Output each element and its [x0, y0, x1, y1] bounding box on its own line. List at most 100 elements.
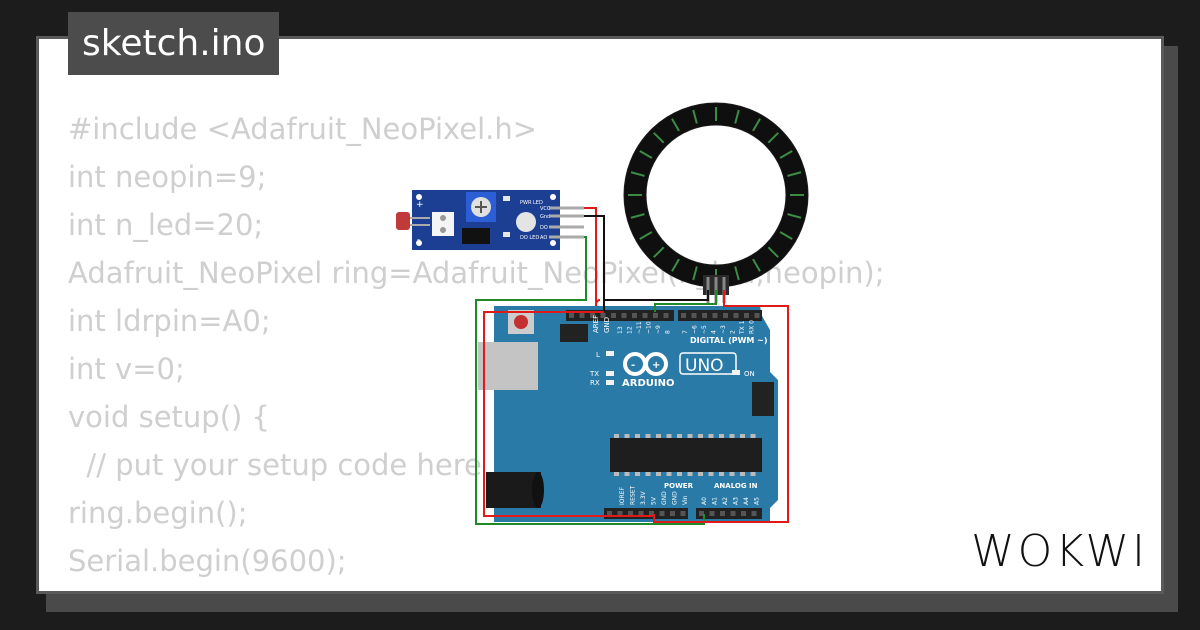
analog-pin-label: A3	[733, 497, 740, 505]
code-line: // put your setup code here	[68, 448, 482, 482]
pin-hole[interactable]	[617, 511, 623, 516]
pin-hole[interactable]	[611, 313, 616, 318]
pin-hole[interactable]	[659, 511, 665, 516]
pin-hole[interactable]	[702, 313, 707, 318]
wokwi-logo: WOKWI	[971, 526, 1148, 577]
power-header	[604, 508, 688, 519]
ring-led-segment	[630, 171, 645, 177]
pin-hole[interactable]	[680, 511, 686, 516]
digital-pin-label: 13	[617, 326, 624, 334]
ldr-sensor-module[interactable]: + - PWR LED DO LED VCC Gnd DO AO	[396, 190, 584, 250]
digital-pin-label: ~5	[701, 325, 708, 334]
pin-hole[interactable]	[607, 511, 612, 516]
usb-port	[478, 342, 538, 390]
pin-hole[interactable]	[699, 511, 704, 516]
ring-led-segment	[767, 132, 779, 144]
digital-pin-label: 7	[682, 330, 689, 334]
pin-hole[interactable]	[751, 511, 757, 516]
wire-gnd-sensor[interactable]	[584, 215, 605, 312]
code-line: int ldrpin=A0;	[68, 304, 271, 338]
digital-pin-label: ~11	[636, 321, 643, 334]
do-pin-label: DO	[540, 225, 548, 231]
digital-pin-label: TX 1	[739, 320, 746, 335]
power-pin-label: RESET	[630, 485, 637, 505]
digital-pin-label: ~3	[720, 325, 727, 334]
wire-vcc[interactable]	[584, 207, 601, 307]
plus-label: +	[416, 200, 424, 210]
pin-hole[interactable]	[709, 511, 715, 516]
wire-5v-sensor[interactable]	[483, 311, 654, 517]
power-pin-label: 5V	[651, 496, 658, 505]
wire-5v-ring[interactable]	[653, 290, 789, 523]
ring-led-segment	[779, 231, 793, 240]
file-tab[interactable]: sketch.ino	[68, 12, 280, 75]
digital-pin-label: ~6	[692, 325, 699, 334]
digital-pin-label: 4	[711, 330, 718, 334]
pin-hole[interactable]	[681, 313, 686, 318]
pin-hole[interactable]	[720, 511, 725, 516]
power-pin-label: IOREF	[619, 487, 626, 505]
digital-pin-label: 8	[665, 330, 672, 334]
terminal-block	[432, 212, 454, 236]
pin-hole[interactable]	[638, 511, 644, 516]
pin-hole[interactable]	[691, 313, 697, 318]
icsp2-header	[752, 382, 774, 416]
pin-hole[interactable]	[741, 511, 746, 516]
atmega-chip	[610, 438, 762, 472]
code-line: Adafruit_NeoPixel ring=Adafruit_NeoPixel…	[68, 256, 885, 290]
digital-pin-label: 12	[627, 326, 634, 334]
uno-label: UNO	[685, 356, 724, 376]
code-line: #include <Adafruit_NeoPixel.h>	[68, 112, 538, 146]
status-led	[516, 212, 536, 232]
power-pin-label: GND	[672, 491, 679, 505]
pin-hole[interactable]	[621, 313, 627, 318]
digital-header-label: DIGITAL (PWM ~)	[690, 336, 768, 345]
pin-hole[interactable]	[628, 511, 633, 516]
pin-hole[interactable]	[600, 313, 606, 318]
pin-hole[interactable]	[744, 313, 749, 318]
pin-hole[interactable]	[712, 313, 718, 318]
pin-hole[interactable]	[730, 511, 736, 516]
ring-led-segment	[752, 118, 761, 132]
pin-hole[interactable]	[653, 313, 658, 318]
pin-hole[interactable]	[663, 313, 669, 318]
pin-hole[interactable]	[590, 313, 595, 318]
ring-led-segment	[671, 118, 680, 132]
code-line: Serial.begin(9600);	[68, 544, 347, 578]
comparator-chip	[462, 228, 490, 244]
wire-ao[interactable]	[475, 236, 705, 525]
code-preview: #include <Adafruit_NeoPixel.h>int neopin…	[68, 105, 885, 591]
code-line: int v=0;	[68, 352, 185, 386]
pin-hole[interactable]	[569, 313, 574, 318]
code-line: ring.begin();	[68, 496, 248, 530]
analog-header	[696, 508, 762, 519]
ring-led-segment	[787, 171, 802, 177]
pin-hole[interactable]	[754, 313, 760, 318]
pin-hole[interactable]	[723, 313, 728, 318]
pin-hole[interactable]	[632, 313, 637, 318]
pin-hole[interactable]	[670, 511, 675, 516]
digital-pin-label: RX 0	[749, 320, 756, 334]
tx-led-label: TX	[589, 370, 599, 378]
pin-hole[interactable]	[579, 313, 585, 318]
analog-pin-label: A4	[743, 497, 750, 505]
rx-led-label: RX	[590, 379, 600, 387]
wire-data-ring[interactable]	[654, 290, 717, 312]
icsp-header	[560, 324, 588, 342]
ring-led-segment	[734, 109, 740, 124]
power-header-label: POWER	[664, 482, 694, 490]
ring-led-segment	[734, 266, 740, 281]
l-led-label: L	[596, 351, 600, 359]
wire-gnd-ring[interactable]	[604, 290, 709, 301]
pwr-led-label: PWR LED	[520, 200, 543, 206]
ao-pin-label: AO	[540, 235, 547, 241]
analog-header-label: ANALOG IN	[714, 482, 758, 490]
svg-text:-: -	[631, 360, 635, 371]
on-led-label: ON	[744, 370, 755, 378]
neopixel-ring[interactable]	[623, 102, 809, 303]
pin-hole[interactable]	[649, 511, 654, 516]
pin-hole[interactable]	[733, 313, 739, 318]
pin-hole[interactable]	[642, 313, 648, 318]
